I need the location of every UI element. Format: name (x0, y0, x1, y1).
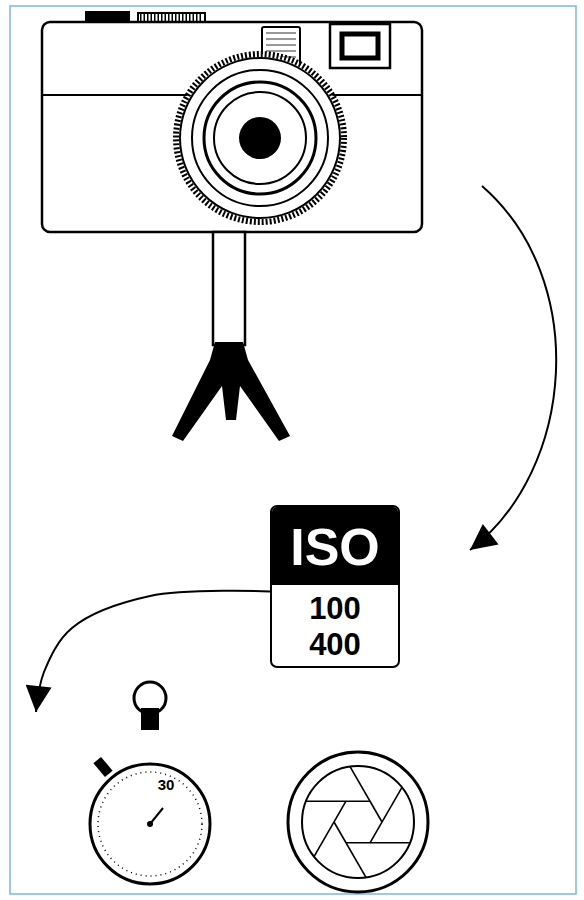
stopwatch-crown (141, 708, 159, 730)
lens-center (239, 117, 281, 159)
lens-ring (192, 70, 328, 206)
stopwatch-face (90, 764, 210, 884)
frame-border (10, 6, 576, 894)
aperture-blades (306, 767, 410, 878)
viewfinder-window (342, 34, 378, 58)
iso-value: 100 400 (295, 591, 375, 663)
lens-gear (176, 54, 344, 222)
iso-header: ISO (272, 507, 398, 585)
stopwatch-hand (150, 808, 163, 824)
lens-ring (204, 82, 316, 194)
lens-ring (214, 92, 306, 184)
camera-body (42, 22, 422, 232)
tripod-legs (172, 342, 290, 441)
flow-arrow (36, 591, 270, 712)
lens-ring (180, 58, 340, 218)
aperture-symbol (288, 752, 428, 892)
setting-title: ISO (290, 518, 380, 576)
stopwatch-outline (20, 712, 220, 882)
flow-arrow (470, 186, 556, 550)
aperture-outer (288, 752, 428, 892)
stopwatch-ticks (98, 772, 202, 876)
dial-number: 30 (151, 776, 181, 793)
stopwatch-pivot (147, 821, 153, 827)
tripod-column (213, 232, 245, 345)
iso-values: 100 400 (272, 585, 398, 663)
camera-illustration (42, 11, 422, 441)
stopwatch-button (93, 757, 112, 777)
iso-box: ISO 100 400 (270, 505, 400, 668)
aperture-inner (302, 766, 414, 878)
stopwatch-symbol: 30 (20, 712, 220, 882)
viewfinder (330, 24, 390, 68)
